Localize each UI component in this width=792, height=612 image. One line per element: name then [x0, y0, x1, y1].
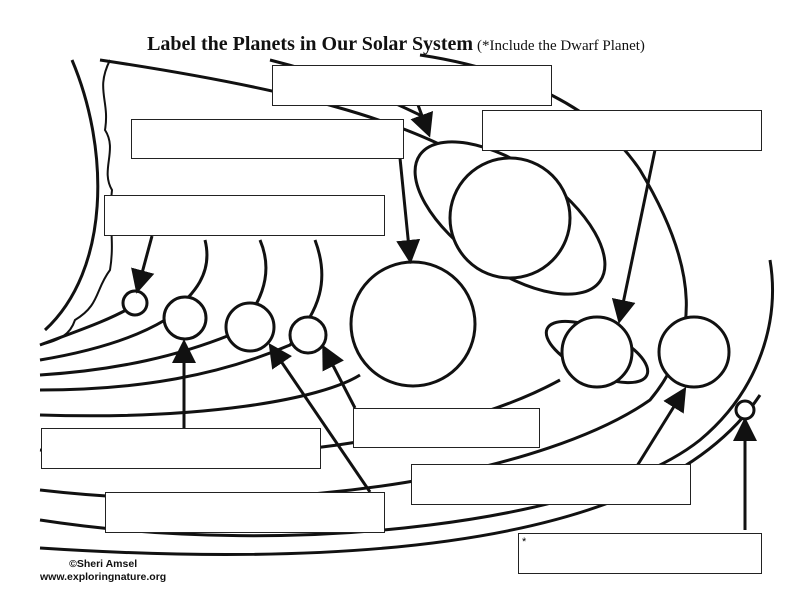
label-box-3[interactable]	[482, 110, 762, 151]
label-box-8[interactable]	[105, 492, 385, 533]
label-box-5[interactable]	[353, 408, 540, 448]
mars	[288, 315, 328, 355]
worksheet-title: Label the Planets in Our Solar System (*…	[0, 33, 792, 56]
mercury	[121, 289, 149, 317]
saturn	[448, 156, 572, 280]
label-box-4[interactable]	[104, 195, 385, 236]
label-box-7[interactable]	[411, 464, 691, 505]
uranus	[560, 315, 634, 389]
label-box-2[interactable]	[131, 119, 404, 159]
label-box-1[interactable]	[272, 65, 552, 106]
sun-edge	[43, 59, 100, 332]
venus	[162, 295, 208, 341]
credit-author: ©Sheri Amsel	[69, 558, 138, 570]
neptune	[657, 315, 731, 389]
sun-corona	[39, 59, 114, 346]
dwarf-planet	[734, 399, 756, 421]
label-box-6[interactable]	[41, 428, 321, 469]
credit-site: www.exploringnature.org	[40, 571, 167, 583]
jupiter	[349, 260, 477, 388]
earth	[224, 301, 276, 353]
title-main: Label the Planets in Our Solar System	[147, 33, 474, 55]
title-subtitle: (*Include the Dwarf Planet)	[477, 38, 645, 54]
dwarf-planet-marker: *	[522, 536, 527, 548]
credit: ©Sheri Amsel www.exploringnature.org	[40, 558, 166, 584]
label-box-dwarf-planet[interactable]: *	[518, 533, 762, 574]
